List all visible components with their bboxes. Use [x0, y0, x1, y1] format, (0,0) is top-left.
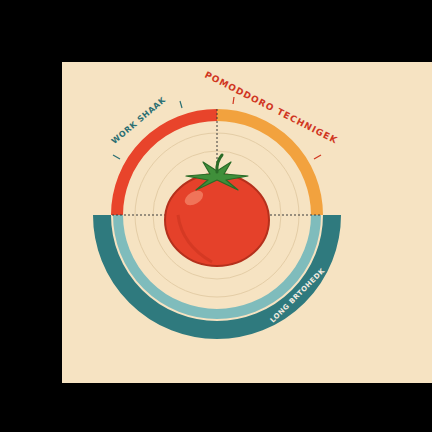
- phase-label: WORK SHAAK: [110, 96, 167, 146]
- guide-circle: [153, 151, 281, 279]
- phase-label: LONG BRTOHEDK: [269, 267, 326, 324]
- title-label: POMODDORO TECHNIGEK: [203, 70, 339, 145]
- tomato-icon: [165, 155, 269, 266]
- background-panel: [62, 62, 432, 383]
